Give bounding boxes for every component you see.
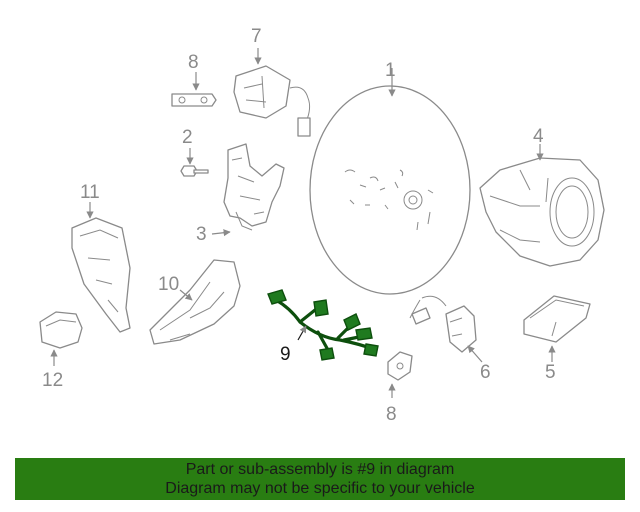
callout-2: 2	[182, 127, 193, 148]
bracket-part[interactable]	[523, 295, 591, 362]
callout-8-upper: 8	[188, 52, 199, 73]
trim-cover-part[interactable]	[149, 259, 241, 345]
parts-diagram: 1 2 3 4 5 6 7 8 8 9 10 11 12	[39, 26, 605, 425]
callout-4: 4	[533, 126, 544, 147]
callout-11: 11	[80, 182, 100, 203]
callout-3: 3	[196, 224, 207, 245]
clip-part-upper[interactable]	[171, 72, 217, 107]
rear-cover-part[interactable]	[479, 144, 605, 267]
clip-part-lower[interactable]	[387, 351, 413, 398]
callout-1: 1	[385, 60, 396, 81]
callout-5: 5	[545, 362, 556, 383]
callout-8-lower: 8	[386, 404, 397, 425]
part-info-banner: Part or sub-assembly is #9 in diagram Di…	[15, 458, 625, 500]
banner-line-part-number: Part or sub-assembly is #9 in diagram	[185, 461, 455, 478]
callout-10: 10	[158, 274, 179, 295]
switch-bracket-part[interactable]	[211, 143, 285, 237]
cap-part[interactable]	[39, 311, 83, 366]
left-trim-part[interactable]	[71, 202, 131, 333]
wire-harness-part-highlighted[interactable]	[267, 289, 379, 361]
callout-12: 12	[42, 370, 63, 391]
callout-6: 6	[480, 362, 491, 383]
callout-7: 7	[251, 26, 262, 47]
steering-wheel-part[interactable]	[309, 68, 471, 295]
switch-assembly-part[interactable]	[233, 48, 311, 137]
banner-line-disclaimer: Diagram may not be specific to your vehi…	[165, 480, 475, 497]
callout-9: 9	[280, 344, 291, 365]
switch-part[interactable]	[409, 295, 483, 363]
screw-part[interactable]	[180, 148, 209, 177]
